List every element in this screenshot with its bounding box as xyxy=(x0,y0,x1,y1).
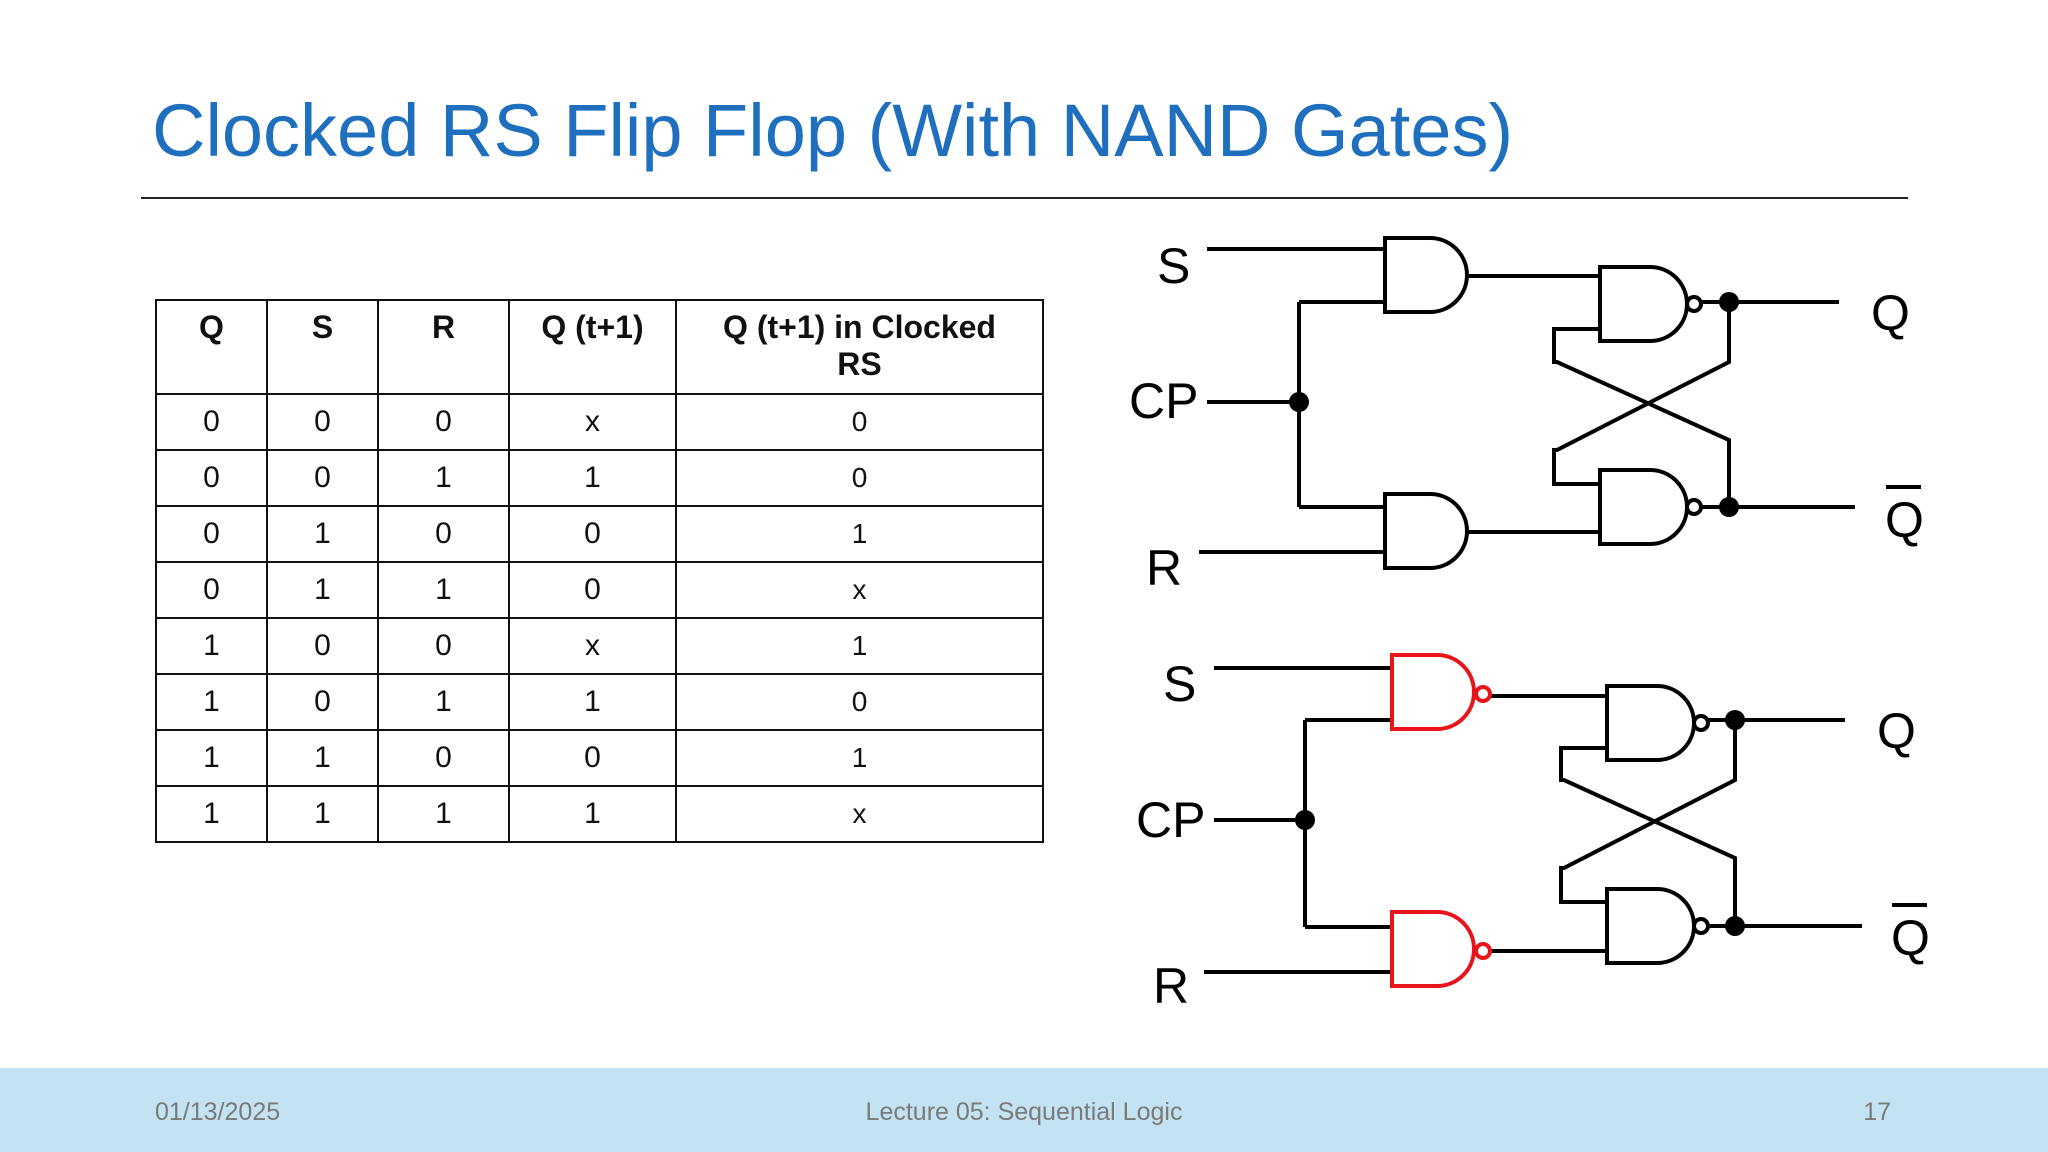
table-cell: 0 xyxy=(377,617,510,675)
table-cell: 0 xyxy=(266,449,379,507)
table-cell: 1 xyxy=(508,449,677,507)
table-cell: 1 xyxy=(155,673,268,731)
junction-dot xyxy=(1289,392,1309,412)
table-cell: 1 xyxy=(155,785,268,843)
table-cell: 0 xyxy=(155,449,268,507)
table-cell: 0 xyxy=(266,617,379,675)
table-cell: 0 xyxy=(377,505,510,563)
table-cell: 0 xyxy=(266,673,379,731)
table-cell: 0 xyxy=(377,393,510,451)
table-cell: 0 xyxy=(155,505,268,563)
footer-lecture-title: Lecture 05: Sequential Logic xyxy=(865,1098,1183,1126)
nand-gate-red xyxy=(1390,653,1476,731)
table-cell: 0 xyxy=(508,561,677,619)
label-q: Q xyxy=(1871,285,1910,341)
table-cell: 1 xyxy=(675,729,1044,787)
table-cell: 0 xyxy=(266,393,379,451)
junction-dot xyxy=(1719,292,1739,312)
label-cp: CP xyxy=(1136,792,1205,848)
table-cell: 1 xyxy=(266,729,379,787)
table-cell: 1 xyxy=(377,449,510,507)
table-cell: 0 xyxy=(508,505,677,563)
label-cp: CP xyxy=(1129,373,1198,429)
table-cell: x xyxy=(508,617,677,675)
label-s: S xyxy=(1163,656,1196,712)
table-cell: 1 xyxy=(675,617,1044,675)
junction-dot xyxy=(1725,916,1745,936)
inversion-bubble xyxy=(1692,714,1710,732)
table-cell: 1 xyxy=(675,505,1044,563)
inversion-bubble xyxy=(1685,295,1703,313)
junction-dot xyxy=(1719,497,1739,517)
and-gate xyxy=(1383,236,1469,314)
slide-footer: 01/13/2025 Lecture 05: Sequential Logic … xyxy=(0,1068,2048,1152)
table-cell: 1 xyxy=(377,785,510,843)
table-cell: 0 xyxy=(675,673,1044,731)
table-cell: 0 xyxy=(508,729,677,787)
slide-title: Clocked RS Flip Flop (With NAND Gates) xyxy=(152,89,1514,172)
label-s: S xyxy=(1157,238,1190,294)
nand-gate xyxy=(1598,265,1689,343)
table-cell: 0 xyxy=(675,393,1044,451)
junction-dot xyxy=(1295,810,1315,830)
and-gate xyxy=(1383,492,1469,570)
feedback-wire xyxy=(1552,327,1731,507)
table-cell: 1 xyxy=(377,673,510,731)
table-cell: 1 xyxy=(377,561,510,619)
table-cell: 0 xyxy=(675,449,1044,507)
table-cell: 1 xyxy=(508,785,677,843)
nand-gate xyxy=(1605,887,1696,965)
table-cell: x xyxy=(508,393,677,451)
label-q: Q xyxy=(1877,703,1916,759)
table-cell: 1 xyxy=(266,561,379,619)
label-q-bar: Q xyxy=(1891,910,1930,966)
page-number: 17 xyxy=(1863,1098,1891,1126)
table-cell: 1 xyxy=(155,729,268,787)
highlighted-nand-gates xyxy=(1390,653,1492,988)
junction-dot xyxy=(1725,710,1745,730)
junction-dots-bottom xyxy=(1295,710,1745,936)
junction-dots-top xyxy=(1289,292,1739,517)
table-cell: x xyxy=(675,561,1044,619)
label-q-bar: Q xyxy=(1885,492,1924,548)
column-header: Q (t+1) xyxy=(508,299,677,395)
column-header: R xyxy=(377,299,510,395)
table-cell: 1 xyxy=(266,785,379,843)
title-divider xyxy=(141,197,1908,199)
table-cell: 1 xyxy=(508,673,677,731)
feedback-wire xyxy=(1552,302,1731,486)
inversion-bubble xyxy=(1474,685,1492,703)
table-cell: 0 xyxy=(377,729,510,787)
table-header-row: Q S R Q (t+1) Q (t+1) in Clocked RS xyxy=(155,299,1044,395)
nand-gate xyxy=(1598,468,1689,546)
table-cell: x xyxy=(675,785,1044,843)
feedback-wire xyxy=(1559,720,1737,904)
label-r: R xyxy=(1153,958,1189,1014)
footer-date: 01/13/2025 xyxy=(155,1098,281,1126)
inversion-bubble xyxy=(1474,942,1492,960)
feedback-wire xyxy=(1559,746,1737,926)
inversion-bubble xyxy=(1692,917,1710,935)
column-header: Q xyxy=(155,299,268,395)
table-cell: 0 xyxy=(155,393,268,451)
table-cell: 1 xyxy=(266,505,379,563)
label-r: R xyxy=(1146,540,1182,596)
nand-gate xyxy=(1605,684,1696,762)
nand-gate-red xyxy=(1390,910,1476,988)
column-header: Q (t+1) in Clocked RS xyxy=(675,299,1044,395)
column-header: S xyxy=(266,299,379,395)
inversion-bubble xyxy=(1685,498,1703,516)
table-cell: 1 xyxy=(155,617,268,675)
table-cell: 0 xyxy=(155,561,268,619)
